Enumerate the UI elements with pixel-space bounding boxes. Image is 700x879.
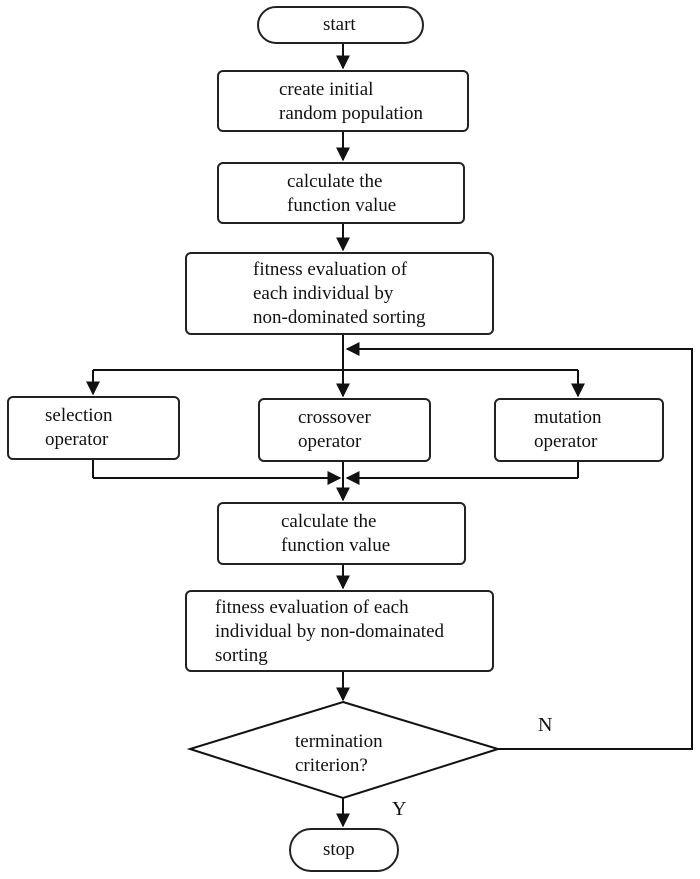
mutation-operator-label: mutation operator <box>534 407 602 452</box>
fitness-eval-box-2: fitness evaluation of each individual by… <box>185 590 494 672</box>
decision-diamond <box>186 700 502 800</box>
selection-operator-box: selection operator <box>7 396 180 460</box>
stop-label: stop <box>323 839 355 860</box>
fitness-eval-label-2: fitness evaluation of each individual by… <box>215 597 445 666</box>
edge-label-yes: Y <box>392 798 407 820</box>
selection-operator-label: selection operator <box>45 405 113 450</box>
calc-function-label-1: calculate the function value <box>287 171 397 216</box>
calc-function-label-2: calculate the function value <box>281 511 391 556</box>
fitness-eval-box-1: fitness evaluation of each individual by… <box>185 252 494 335</box>
decision-label: termination criterion? <box>295 731 383 776</box>
edge-label-no: N <box>538 714 553 736</box>
arrow-loop-back-no <box>345 342 693 750</box>
init-population-label: create initial random population <box>279 79 424 124</box>
stop-node: stop <box>289 828 399 872</box>
init-population-box: create initial random population <box>217 70 469 132</box>
crossover-operator-label: crossover operator <box>298 407 371 452</box>
start-node: start <box>257 6 424 44</box>
calc-function-box-1: calculate the function value <box>217 162 465 224</box>
fitness-eval-label-1: fitness evaluation of each individual by… <box>253 259 426 328</box>
crossover-operator-box: crossover operator <box>258 398 431 462</box>
start-label: start <box>323 14 356 35</box>
mutation-operator-box: mutation operator <box>494 398 664 462</box>
calc-function-box-2: calculate the function value <box>217 502 466 565</box>
